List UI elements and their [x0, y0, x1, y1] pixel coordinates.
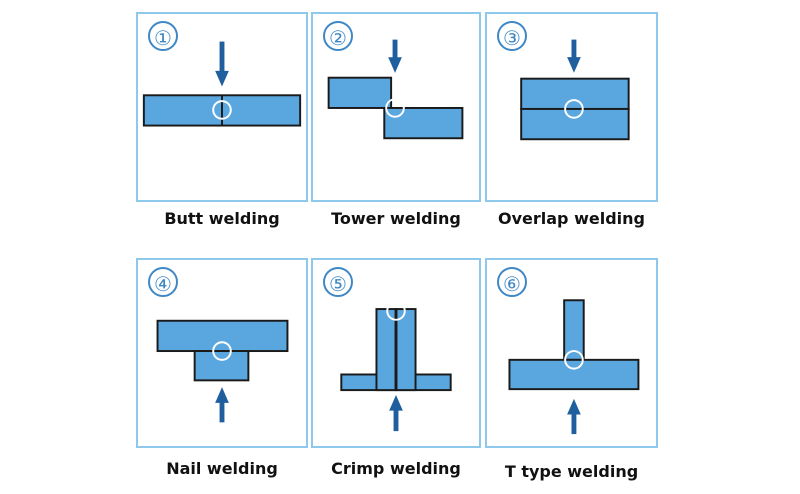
arrow-head [215, 387, 229, 403]
panel-number: ⑤ [323, 267, 353, 297]
weld-point [386, 301, 406, 321]
label-t-type-welding: T type welding [504, 462, 639, 481]
panel-number: ② [323, 21, 353, 51]
label-overlap-welding: Overlap welding [498, 209, 645, 228]
panel-crimp-welding: ⑤ [311, 258, 481, 448]
tower-welding-diagram [327, 39, 464, 140]
label-tower-welding: Tower welding [331, 209, 461, 228]
panel-nail-welding: ④ [136, 258, 308, 448]
arrow-head [215, 70, 229, 87]
weld-point [564, 99, 584, 119]
panel-butt-welding: ① [136, 12, 308, 202]
panel-number: ① [148, 21, 178, 51]
arrow-head [389, 394, 403, 411]
label-crimp-welding: Crimp welding [331, 459, 461, 478]
upper-plate [327, 76, 393, 109]
nail-block [193, 350, 250, 382]
t-type-welding-diagram [508, 299, 640, 435]
overlap-welding-diagram [520, 39, 630, 141]
weld-point [212, 100, 232, 120]
panel-number: ④ [148, 267, 178, 297]
arrow-head [567, 398, 581, 415]
panel-number: ⑥ [497, 267, 527, 297]
bottom-plate [520, 107, 630, 141]
right-upright [395, 308, 417, 392]
label-butt-welding: Butt welding [164, 209, 280, 228]
arrow-head [388, 57, 402, 73]
weld-point [212, 341, 232, 361]
panel-overlap-welding: ③ [485, 12, 658, 202]
top-plate [156, 319, 289, 353]
butt-welding-diagram [142, 41, 302, 127]
weld-point [385, 98, 405, 118]
crimp-welding-diagram [340, 301, 452, 432]
nail-welding-diagram [156, 319, 289, 423]
left-upright [375, 308, 397, 392]
lower-plate [383, 107, 464, 140]
weld-point [564, 350, 584, 370]
panel-tower-welding: ② [311, 12, 481, 202]
panel-t-type-welding: ⑥ [485, 258, 658, 448]
arrow-head [567, 57, 581, 73]
top-plate [520, 77, 630, 110]
panel-number: ③ [497, 21, 527, 51]
label-nail-welding: Nail welding [166, 459, 278, 478]
horizontal-plate [508, 358, 640, 391]
